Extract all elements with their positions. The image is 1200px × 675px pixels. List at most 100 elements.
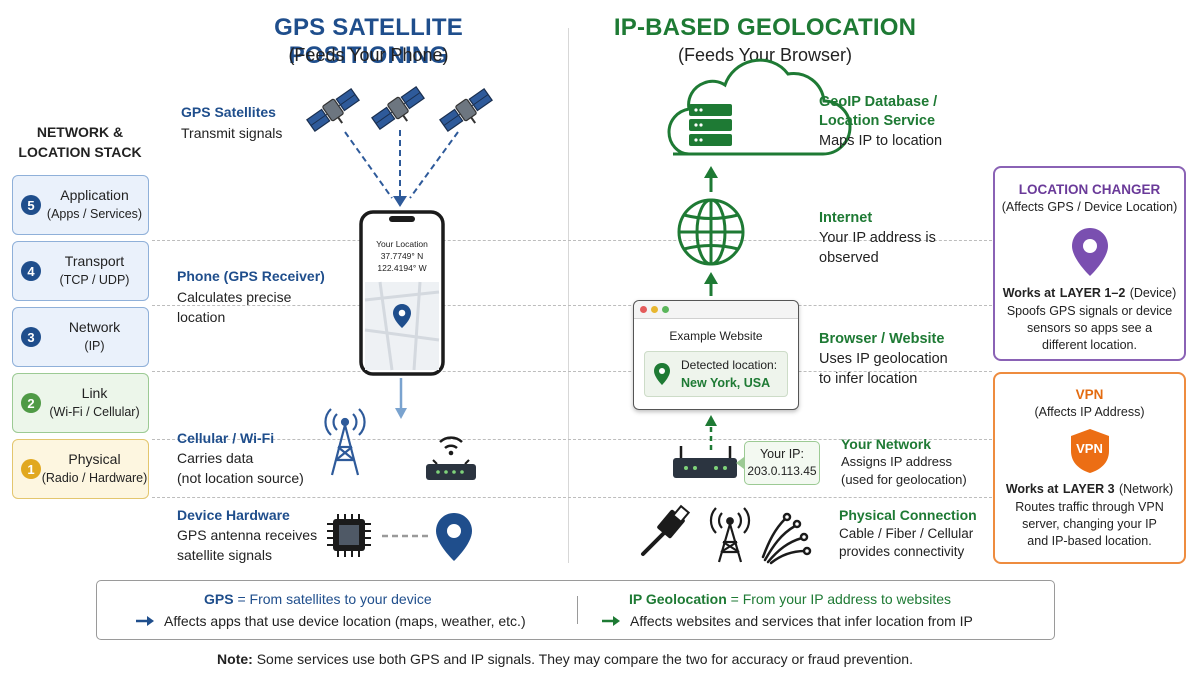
your-ip-value: 203.0.113.45 xyxy=(747,464,817,478)
arrow-right-icon xyxy=(602,616,620,626)
works-at-text: Works at xyxy=(1005,482,1059,496)
browser-website-label: Browser / Website Uses IP geolocation to… xyxy=(819,331,948,389)
location-pin-icon xyxy=(436,513,472,561)
layer-number: 2 xyxy=(21,393,41,413)
legend-gps-def: = From satellites to your device xyxy=(237,591,432,607)
layer-number: 4 xyxy=(21,261,41,281)
footnote-label: Note: xyxy=(217,651,253,667)
works-at-layer: LAYER 1–2 xyxy=(1059,286,1126,300)
layer-application: 5 Application (Apps / Services) xyxy=(12,175,149,235)
layer-number: 5 xyxy=(21,195,41,215)
center-divider xyxy=(568,28,569,563)
card-subtitle: (Affects IP Address) xyxy=(1034,405,1145,419)
your-ip-bubble: Your IP: 203.0.113.45 xyxy=(744,441,820,485)
detected-label: Detected location: xyxy=(681,358,778,372)
phone-receiver-label: Phone (GPS Receiver) Calculates precise … xyxy=(177,268,325,327)
label-title: Cellular / Wi-Fi xyxy=(177,430,275,446)
footnote-text: Some services use both GPS and IP signal… xyxy=(256,651,913,667)
phone-screen-location: Your Location 37.7749° N 122.4194° W xyxy=(366,238,438,274)
card-subtitle: (Affects GPS / Device Location) xyxy=(1001,200,1178,214)
label-title: Device Hardware xyxy=(177,507,290,523)
card-desc-3: different location. xyxy=(1042,338,1137,352)
label-title: Location Service xyxy=(819,113,936,129)
layer-transport: 4 Transport (TCP / UDP) xyxy=(12,241,149,301)
label-desc: location xyxy=(177,309,226,325)
label-title: Internet xyxy=(819,210,873,226)
gps-subtitle: (Feeds Your Phone) xyxy=(288,45,449,65)
label-desc: Cable / Fiber / Cellular xyxy=(839,526,974,541)
legend-ip-effect-row: Affects websites and services that infer… xyxy=(601,613,973,629)
label-desc: GPS antenna receives xyxy=(177,527,318,543)
satellite-icon xyxy=(371,85,425,131)
legend-gps-definition: GPS = From satellites to your device xyxy=(204,591,432,607)
layer-separator-3-2 xyxy=(152,371,992,372)
layer-name: Link xyxy=(81,385,108,401)
website-name: Example Website xyxy=(669,329,763,343)
layer-name: Transport xyxy=(64,253,125,269)
gps-chip-icon xyxy=(327,514,371,557)
label-title: GPS Satellites xyxy=(181,104,276,120)
label-title: Physical Connection xyxy=(839,507,977,523)
location-changer-card: LOCATION CHANGER (Affects GPS / Device L… xyxy=(993,166,1186,361)
stack-title-line-2: LOCATION STACK xyxy=(18,144,142,160)
close-dot-icon xyxy=(640,306,647,313)
label-desc: provides connectivity xyxy=(839,544,965,559)
satellite-icon xyxy=(306,87,360,133)
legend-divider xyxy=(577,596,578,624)
home-router-icon xyxy=(673,446,737,478)
physical-connection-label: Physical Connection Cable / Fiber / Cell… xyxy=(839,507,977,561)
legend-ip-definition: IP Geolocation = From your IP address to… xyxy=(629,591,951,607)
works-at-note: (Device) xyxy=(1129,286,1177,300)
layer-desc: (Apps / Services) xyxy=(46,207,143,221)
geoip-database-label: GeoIP Database / Location Service Maps I… xyxy=(819,94,942,151)
label-desc: satellite signals xyxy=(177,547,272,563)
satellite-icon xyxy=(439,87,493,133)
layer-desc: (Radio / Hardware) xyxy=(41,471,148,485)
stack-title-line-1: NETWORK & xyxy=(36,124,124,140)
layer-name: Physical xyxy=(68,451,121,467)
vpn-card: VPN (Affects IP Address) VPN Works at LA… xyxy=(993,372,1186,564)
card-desc-3: and IP-based location. xyxy=(1027,534,1152,548)
footnote: Note: Some services use both GPS and IP … xyxy=(0,651,1130,667)
legend-ip-def: = From your IP address to websites xyxy=(730,591,951,607)
cellular-wifi-label: Cellular / Wi-Fi Carries data (not locat… xyxy=(177,430,304,488)
label-desc: (not location source) xyxy=(177,470,304,486)
layer-number: 3 xyxy=(21,327,41,347)
location-pin-icon xyxy=(1071,228,1108,276)
device-hardware-label: Device Hardware GPS antenna receives sat… xyxy=(177,507,317,565)
works-at-layer: LAYER 3 xyxy=(1062,482,1115,496)
legend-ip-effect: Affects websites and services that infer… xyxy=(630,613,973,629)
works-at-line: Works at LAYER 1–2 (Device) xyxy=(995,284,1184,302)
screen-latitude: 37.7749° N xyxy=(380,251,424,261)
label-title: Phone (GPS Receiver) xyxy=(177,268,325,284)
card-desc-1: Routes traffic through VPN xyxy=(1015,500,1164,514)
internet-label: Internet Your IP address is observed xyxy=(819,210,936,268)
arrow-right-icon xyxy=(136,616,154,626)
minimize-dot-icon xyxy=(651,306,658,313)
bubble-pointer xyxy=(736,457,744,469)
legend-gps-effect: Affects apps that use device location (m… xyxy=(164,613,526,629)
layer-desc: (TCP / UDP) xyxy=(59,273,130,287)
legend-gps-effect-row: Affects apps that use device location (m… xyxy=(135,613,526,629)
ip-title: IP-BASED GEOLOCATION xyxy=(613,14,917,41)
card-title: VPN xyxy=(1075,387,1104,402)
label-desc: Your IP address is xyxy=(819,230,936,246)
layer-desc: (IP) xyxy=(84,339,105,353)
works-at-line: Works at LAYER 3 (Network) xyxy=(995,480,1184,498)
label-title: Browser / Website xyxy=(819,331,945,347)
legend-box: GPS = From satellites to your device Aff… xyxy=(96,580,1055,640)
screen-longitude: 122.4194° W xyxy=(377,263,427,273)
ethernet-cable-icon xyxy=(641,504,691,556)
works-at-note: (Network) xyxy=(1118,482,1174,496)
label-desc: Uses IP geolocation xyxy=(819,351,948,367)
globe-icon xyxy=(677,198,745,266)
legend-ip-term: IP Geolocation xyxy=(629,591,727,607)
label-desc: Carries data xyxy=(177,450,254,466)
layer-name: Application xyxy=(60,187,129,203)
wifi-router-icon xyxy=(426,436,476,480)
card-desc-2: sensors so apps see a xyxy=(1026,321,1153,335)
layer-number: 1 xyxy=(21,459,41,479)
layer-separator-1-hw xyxy=(152,497,992,498)
browser-window: Example Website Detected location: New Y… xyxy=(633,300,799,410)
gps-satellites-label: GPS Satellites Transmit signals xyxy=(181,104,282,143)
